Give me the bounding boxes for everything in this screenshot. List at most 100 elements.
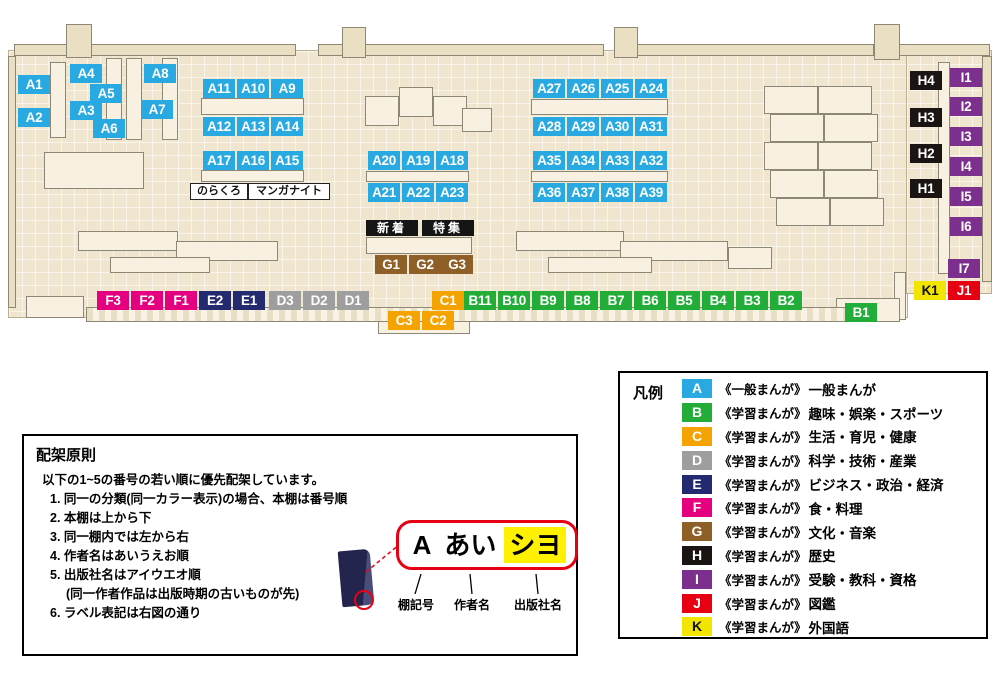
principles-panel: 配架原則 以下の1~5の番号の若い順に優先配架しています。 1. 同一の分類(同… — [22, 434, 578, 656]
shelf — [50, 62, 66, 138]
shelf — [26, 296, 84, 318]
label-example: A あい シヨ — [396, 520, 578, 570]
legend-row-B: B《学習まんが》趣味・娯楽・スポーツ — [682, 401, 944, 425]
callout-leader-line — [365, 543, 401, 573]
legend-row-D: D《学習まんが》科学・技術・産業 — [682, 448, 944, 472]
shelf — [764, 86, 818, 114]
principle-item-4: 4. 作者名はあいうえお順 — [50, 549, 189, 563]
principle-item-7: 6. ラベル表記は右図の通り — [50, 606, 202, 620]
principles-title: 配架原則 — [36, 447, 97, 464]
legend-row-K: K 《学習まんが》外国語 — [682, 615, 944, 639]
legend-tag: 《学習まんが》 — [719, 621, 807, 636]
table — [516, 231, 624, 251]
principles-list: 1. 同一の分類(同一カラー表示)の場合、本棚は番号順 2. 本棚は上から下 3. … — [50, 490, 347, 623]
wall — [14, 44, 296, 56]
legend-row-I: I《学習まんが》受験・教科・資格 — [682, 567, 944, 591]
legend-swatch-G: G — [682, 522, 712, 542]
shelf — [818, 142, 872, 170]
shelf — [764, 142, 818, 170]
principle-item-2: 2. 本棚は上から下 — [50, 511, 152, 525]
legend-swatch-H: H — [682, 545, 712, 565]
legend-tag: 《学習まんが》 — [719, 407, 807, 422]
legend-row-F: F 《学習まんが》食・料理 — [682, 496, 944, 520]
principle-item-1: 1. 同一の分類(同一カラー表示)の場合、本棚は番号順 — [50, 492, 348, 506]
shelf — [366, 237, 472, 254]
shelf — [770, 170, 824, 198]
principle-item-3: 3. 同一棚内では左から右 — [50, 530, 189, 544]
label-publisher-name: シヨ — [504, 527, 567, 563]
label-highlight-circle-icon — [354, 590, 374, 610]
shelf — [824, 114, 878, 142]
table — [620, 241, 728, 261]
legend-tag: 《学習まんが》 — [719, 478, 807, 493]
caption-author: 作者名 — [454, 598, 491, 612]
shelf — [106, 58, 122, 140]
wall — [982, 56, 992, 282]
legend-tag: 《学習まんが》 — [719, 430, 807, 445]
legend-name: 受験・教科・資格 — [808, 573, 917, 589]
shelf — [770, 114, 824, 142]
caption-shelf-code: 棚記号 — [398, 598, 435, 612]
principles-intro: 以下の1~5の番号の若い順に優先配架しています。 — [42, 473, 325, 487]
pillar — [342, 27, 366, 58]
legend-row-A: A 《一般まんが》一般まんが — [682, 377, 944, 401]
table — [78, 231, 178, 251]
legend-name: 趣味・娯楽・スポーツ — [808, 406, 944, 422]
shelf — [830, 198, 884, 226]
legend-row-H: H 《学習まんが》歴史 — [682, 544, 944, 568]
legend-name: 歴史 — [808, 549, 836, 565]
shelf — [531, 99, 668, 115]
legend-name: 図鑑 — [808, 597, 836, 613]
legend-name: ビジネス・政治・経済 — [808, 478, 944, 494]
legend-tag: 《学習まんが》 — [719, 526, 807, 541]
shelf — [776, 198, 830, 226]
table — [176, 241, 278, 261]
legend-tag: 《学習まんが》 — [719, 502, 807, 517]
legend-swatch-A: A — [682, 379, 712, 399]
wall — [894, 44, 990, 56]
table — [728, 247, 772, 269]
legend-tag: 《学習まんが》 — [719, 597, 807, 612]
legend-title: 凡例 — [633, 385, 664, 402]
wall — [8, 56, 16, 308]
principle-item-5: 5. 出版社名はアイウエオ順 — [50, 568, 201, 582]
shelf — [938, 62, 950, 274]
shelf-rack-strip — [86, 307, 856, 322]
legend-swatch-I: I — [682, 569, 712, 589]
shelf — [201, 170, 304, 182]
shelf — [162, 58, 178, 140]
legend-swatch-E: E — [682, 474, 712, 494]
shelf — [462, 108, 492, 132]
shelf — [126, 58, 142, 140]
legend-tag: 《一般まんが》 — [719, 383, 807, 398]
label-shelf-code: A — [407, 527, 437, 563]
shelf — [824, 170, 878, 198]
legend-swatch-F: F — [682, 498, 712, 518]
shelf — [531, 171, 668, 182]
wall — [628, 44, 874, 56]
legend-name: 食・料理 — [808, 501, 863, 517]
legend-row-G: G《学習まんが》文化・音楽 — [682, 520, 944, 544]
pillar — [874, 24, 900, 60]
legend-swatch-J: J — [682, 593, 712, 613]
pillar — [614, 27, 638, 58]
shelf — [366, 171, 469, 182]
shelf — [44, 152, 144, 189]
shelf — [399, 87, 433, 117]
legend-name: 一般まんが — [808, 382, 877, 398]
principle-item-6: (同一作者作品は出版時期の古いものが先) — [66, 587, 300, 601]
legend-tag: 《学習まんが》 — [719, 549, 807, 564]
legend-swatch-K: K — [682, 617, 712, 637]
caption-publisher: 出版社名 — [514, 598, 563, 612]
legend-name: 生活・育児・健康 — [808, 430, 917, 446]
legend-row-J: J 《学習まんが》図鑑 — [682, 591, 944, 615]
label-author-name: あい — [439, 527, 502, 563]
shelf — [818, 86, 872, 114]
legend-name: 外国語 — [808, 620, 850, 636]
pointer-lines — [414, 574, 539, 594]
legend-row-E: E 《学習まんが》ビジネス・政治・経済 — [682, 472, 944, 496]
shelf — [365, 96, 399, 126]
